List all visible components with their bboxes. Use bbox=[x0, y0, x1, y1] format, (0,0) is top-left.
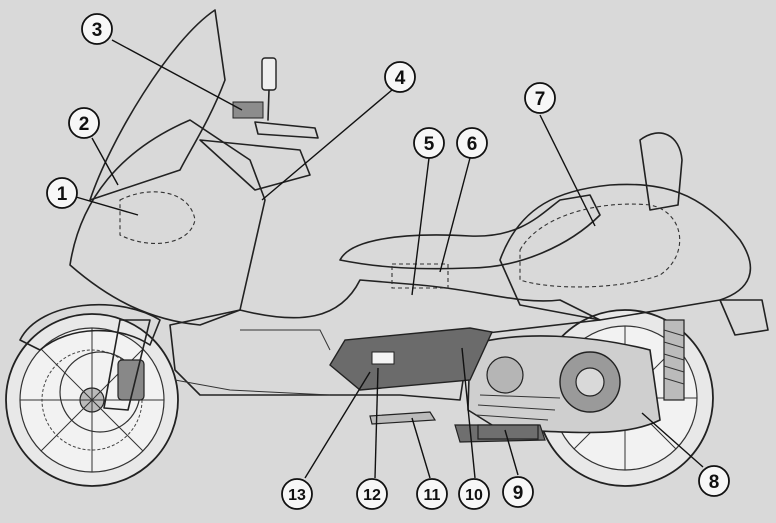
callout-6-label: 6 bbox=[467, 134, 478, 155]
callout-9: 9 bbox=[502, 476, 534, 508]
callout-3-label: 3 bbox=[92, 20, 103, 41]
handlebar-cover-highlight bbox=[232, 101, 264, 119]
footrest bbox=[369, 411, 437, 425]
callout-2-label: 2 bbox=[79, 114, 90, 135]
callout-3: 3 bbox=[81, 13, 113, 45]
callout-9-label: 9 bbox=[513, 483, 524, 504]
vin-plate bbox=[371, 351, 395, 365]
callout-10-label: 10 bbox=[465, 487, 483, 504]
callout-1: 1 bbox=[46, 177, 78, 209]
callout-2: 2 bbox=[68, 107, 100, 139]
callout-7: 7 bbox=[524, 82, 556, 114]
callout-7-label: 7 bbox=[535, 89, 546, 110]
callout-11: 11 bbox=[416, 478, 448, 510]
callout-13: 13 bbox=[281, 478, 313, 510]
callout-10: 10 bbox=[458, 478, 490, 510]
callout-5-label: 5 bbox=[424, 134, 435, 155]
callout-8: 8 bbox=[698, 465, 730, 497]
center-stand bbox=[477, 424, 539, 440]
leader-lines bbox=[75, 39, 704, 479]
callout-13-label: 13 bbox=[288, 487, 306, 504]
callout-12-label: 12 bbox=[363, 487, 381, 504]
side-panel-cover bbox=[329, 327, 494, 391]
callout-4: 4 bbox=[384, 61, 416, 93]
callout-4-label: 4 bbox=[395, 68, 406, 89]
engine-case bbox=[467, 335, 661, 434]
mirror bbox=[261, 57, 277, 91]
callout-6: 6 bbox=[456, 127, 488, 159]
callout-5: 5 bbox=[413, 127, 445, 159]
rear-shock bbox=[663, 319, 685, 401]
callout-11-label: 11 bbox=[424, 487, 441, 504]
callout-8-label: 8 bbox=[709, 472, 720, 493]
scooter-body bbox=[19, 9, 769, 440]
callout-1-label: 1 bbox=[57, 184, 68, 205]
callout-12: 12 bbox=[356, 478, 388, 510]
